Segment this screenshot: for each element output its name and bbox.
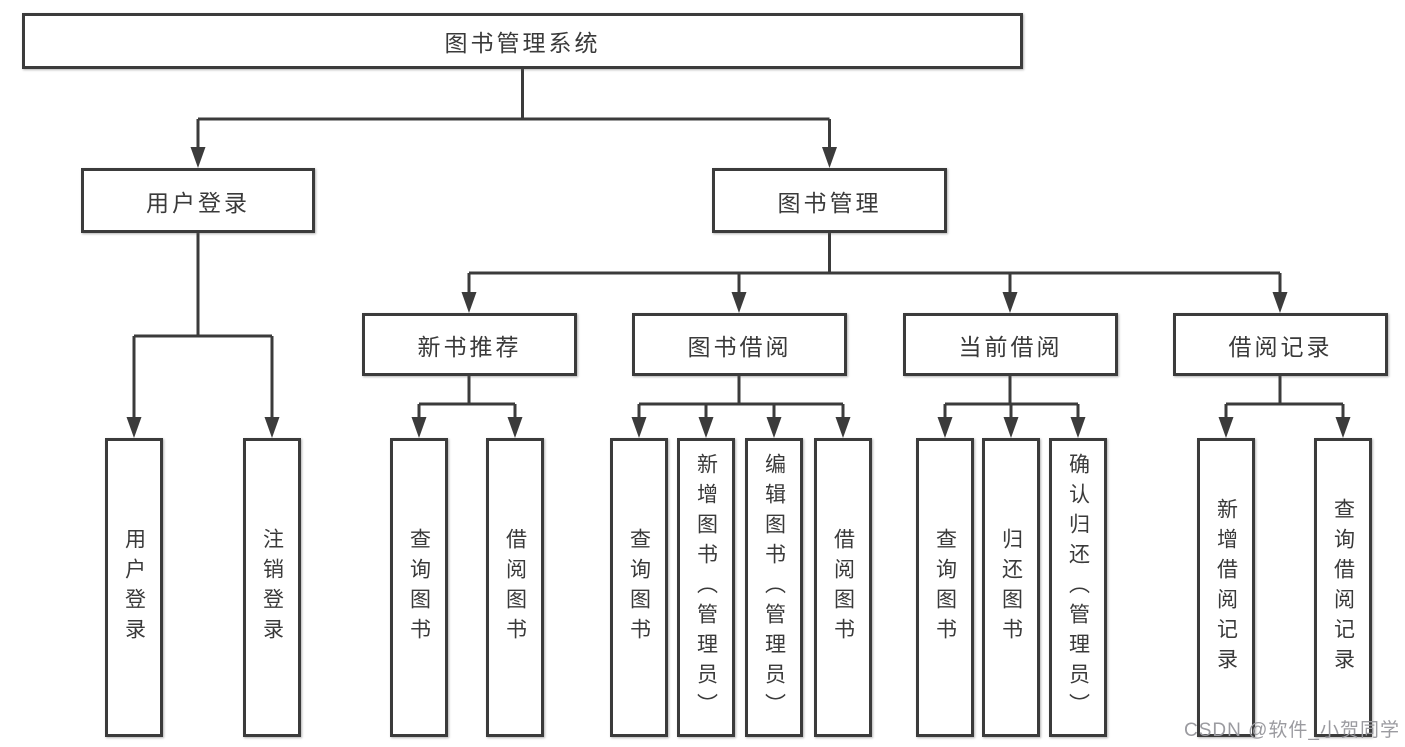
node-root: 图书管理系统: [22, 13, 1023, 69]
leaf-edit-book-admin: 编辑图书（管理员）: [745, 438, 803, 737]
watermark: CSDN @软件_小贺同学: [1184, 720, 1400, 741]
leaf-query-book-borrow: 查询图书: [610, 438, 668, 737]
leaf-query-book-recommend: 查询图书: [390, 438, 448, 737]
node-new-book-recommend: 新书推荐: [362, 313, 577, 376]
leaf-query-book-current: 查询图书: [916, 438, 974, 737]
node-current-borrow: 当前借阅: [903, 313, 1118, 376]
leaf-query-borrow-record: 查询借阅记录: [1314, 438, 1372, 737]
node-book-management: 图书管理: [712, 168, 947, 233]
leaf-return-book: 归还图书: [982, 438, 1040, 737]
node-user-login: 用户登录: [81, 168, 315, 233]
leaf-add-borrow-record: 新增借阅记录: [1197, 438, 1255, 737]
leaf-borrow-book: 借阅图书: [814, 438, 872, 737]
leaf-add-book-admin: 新增图书（管理员）: [677, 438, 735, 737]
node-borrow-records: 借阅记录: [1173, 313, 1388, 376]
leaf-borrow-book-recommend: 借阅图书: [486, 438, 544, 737]
leaf-confirm-return-admin: 确认归还（管理员）: [1049, 438, 1107, 737]
leaf-user-login: 用户登录: [105, 438, 163, 737]
node-book-borrow: 图书借阅: [632, 313, 847, 376]
leaf-logout: 注销登录: [243, 438, 301, 737]
